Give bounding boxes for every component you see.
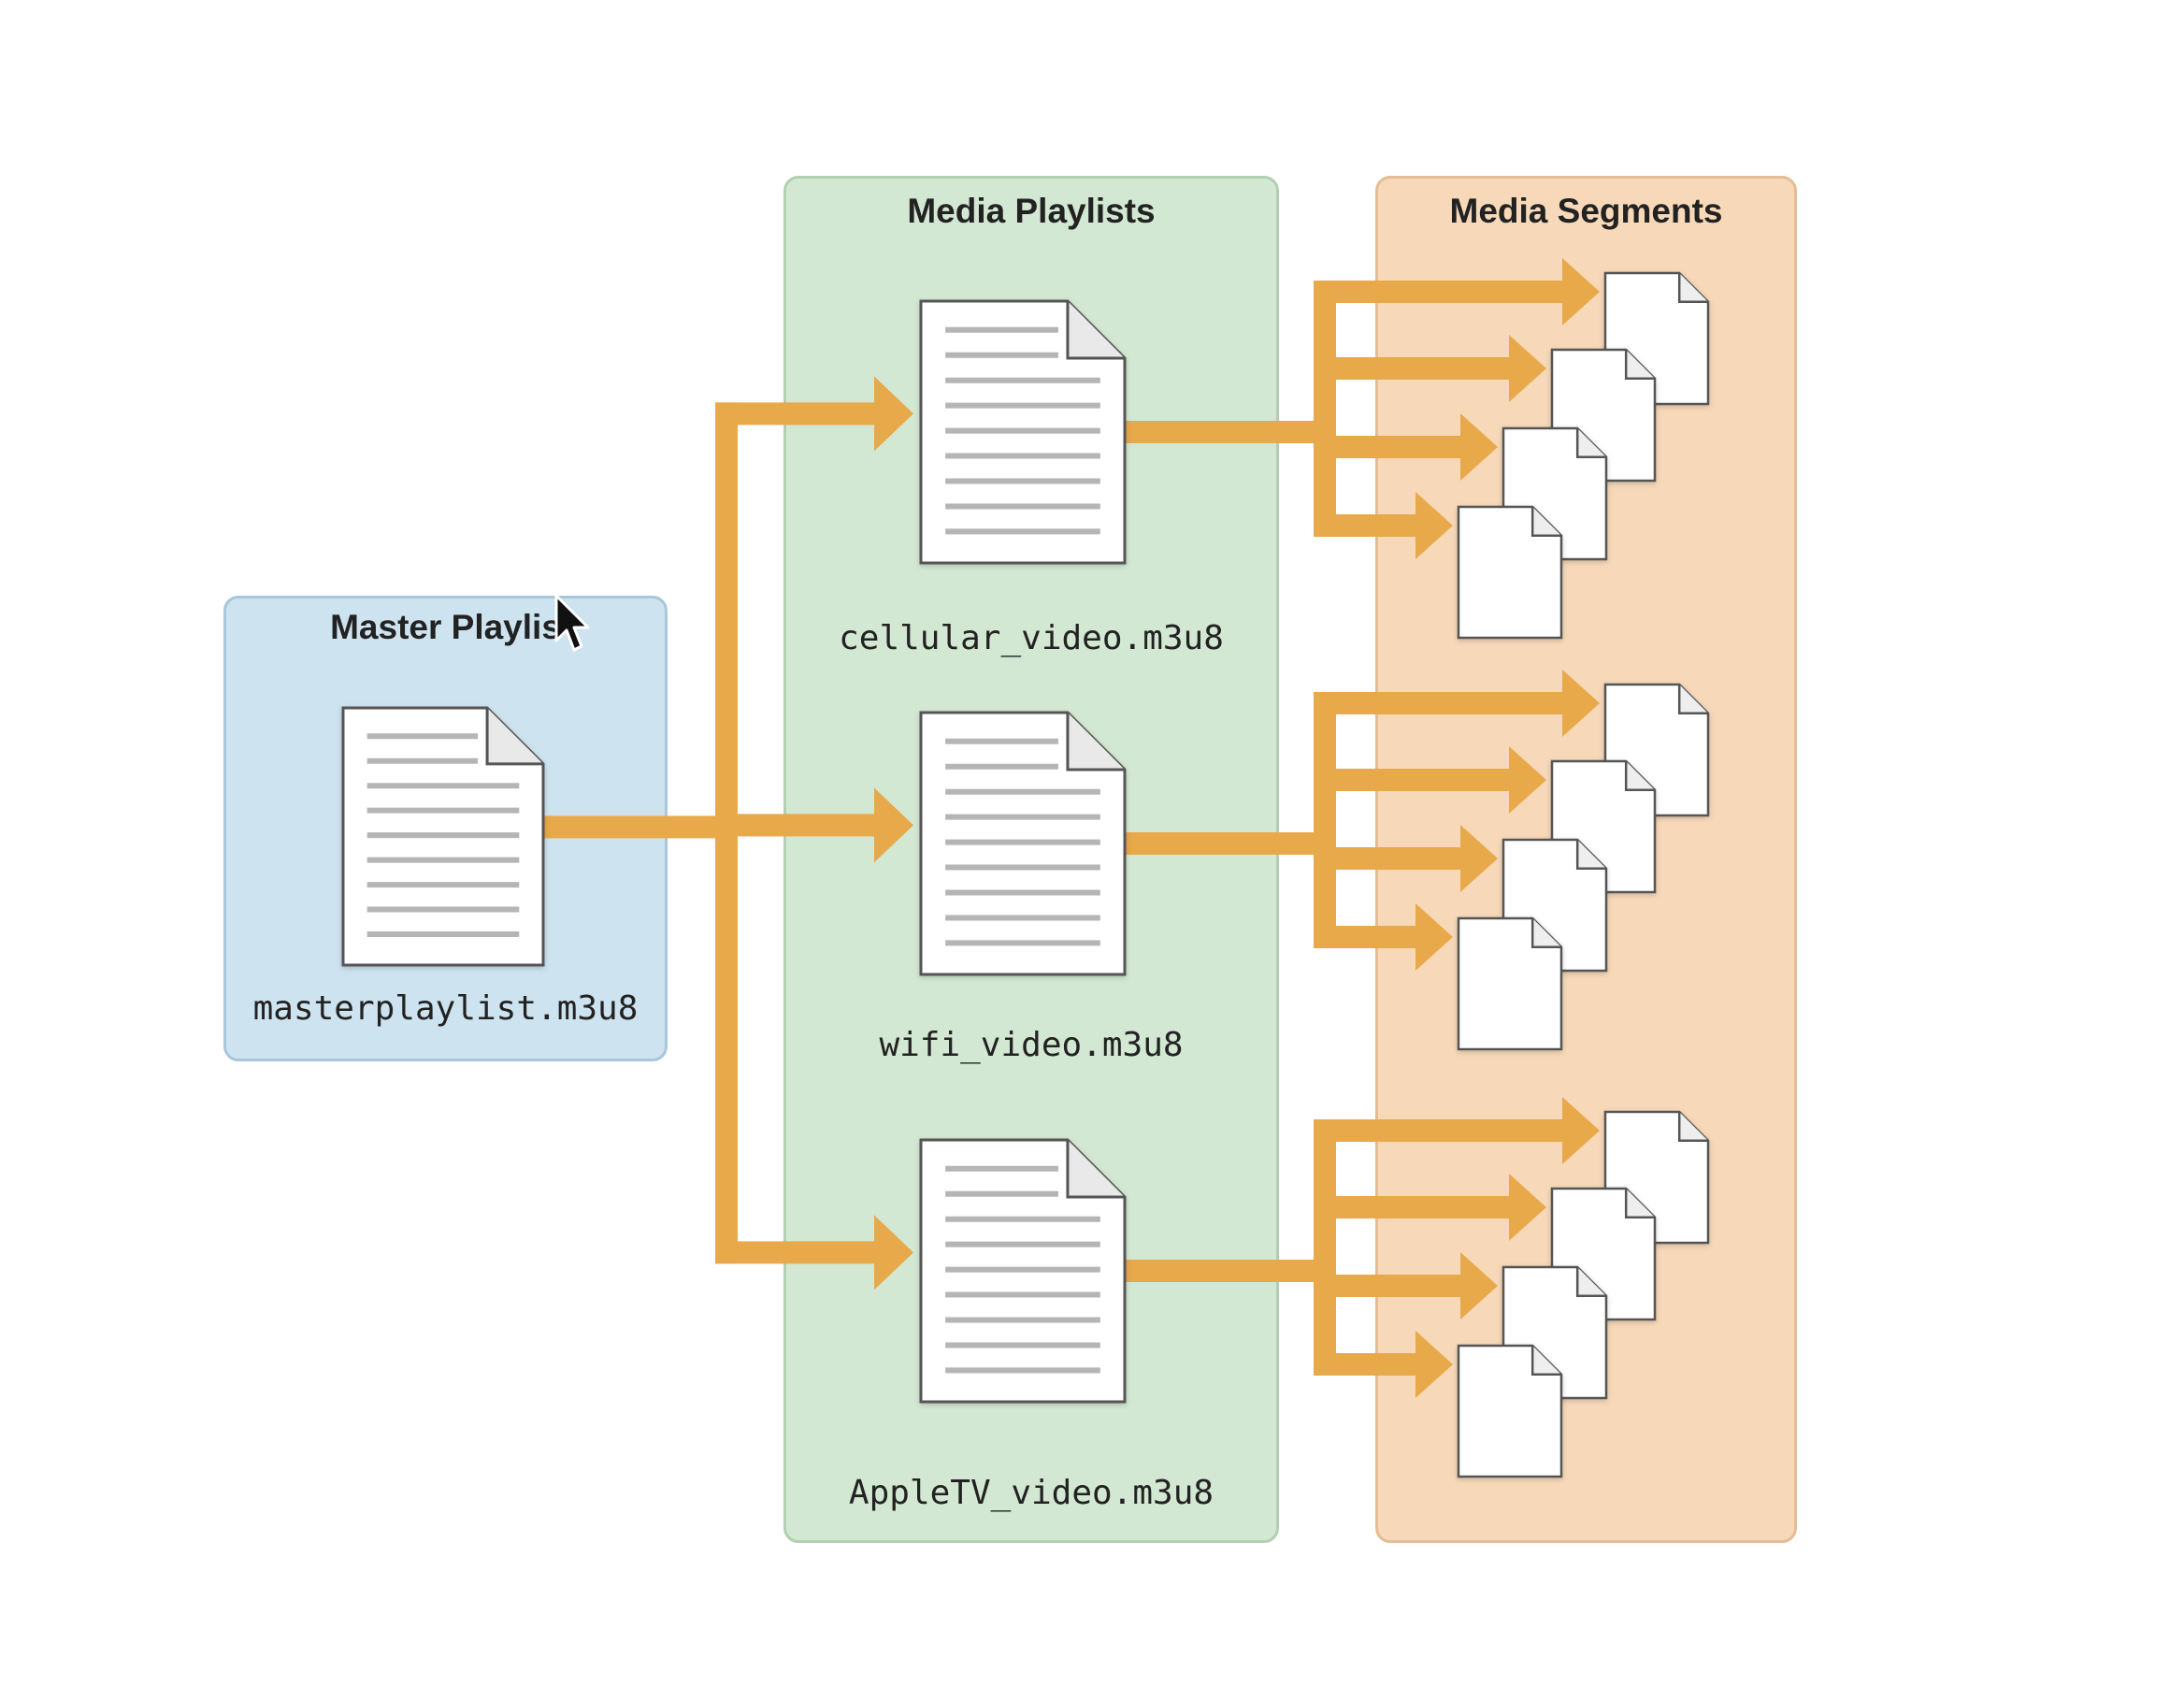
- segment-document-icon-3-4: [1457, 1344, 1563, 1478]
- segment-arrow-shaft-1-3: [1314, 436, 1460, 458]
- segment-arrow-head-2-4: [1415, 903, 1453, 971]
- segment-arrow-shaft-1-4: [1314, 514, 1415, 537]
- media-playlists-title: Media Playlists: [907, 192, 1156, 230]
- segment-vertical-connector-2: [1314, 692, 1336, 948]
- media-playlist-document-icon-2: [919, 711, 1127, 976]
- master-playlist-title: Master Playlis: [330, 608, 561, 646]
- playlist-arrow-head-2: [874, 787, 913, 863]
- segment-arrow-head-3-2: [1509, 1174, 1546, 1241]
- segment-arrow-head-3-3: [1460, 1252, 1498, 1319]
- playlist-arrow-head-1: [874, 376, 913, 452]
- segment-document-icon-1-4: [1457, 505, 1563, 640]
- segment-main-arrow-2: [1125, 832, 1336, 855]
- segment-arrow-head-2-2: [1509, 746, 1546, 814]
- segment-arrow-shaft-2-4: [1314, 926, 1415, 948]
- playlist-arrow-head-3: [874, 1215, 913, 1290]
- media-playlist-label-3: AppleTV_video.m3u8: [848, 1474, 1214, 1512]
- segment-main-arrow-1: [1125, 421, 1336, 443]
- segment-arrow-head-1-4: [1415, 492, 1453, 559]
- master-playlist-document-icon: [341, 706, 545, 967]
- media-playlist-label-1: cellular_video.m3u8: [839, 619, 1224, 657]
- segment-arrow-head-1-1: [1562, 258, 1600, 325]
- segment-vertical-connector-3: [1314, 1119, 1336, 1376]
- media-playlist-document-icon-3: [919, 1138, 1127, 1404]
- master-file-label: masterplaylist.m3u8: [252, 989, 639, 1028]
- segment-arrow-shaft-3-4: [1314, 1353, 1415, 1376]
- segment-arrow-head-1-3: [1460, 413, 1498, 481]
- segment-arrow-shaft-2-1: [1314, 692, 1562, 714]
- documents: [341, 271, 1710, 1478]
- playlist-arrow-shaft-3: [715, 1241, 876, 1264]
- segment-arrow-shaft-1-2: [1314, 357, 1509, 380]
- segment-arrow-shaft-3-1: [1314, 1119, 1562, 1142]
- segment-arrow-shaft-3-2: [1314, 1196, 1509, 1218]
- cursor-icon: [554, 594, 590, 652]
- segment-main-arrow-3: [1125, 1260, 1336, 1282]
- segment-arrow-head-2-3: [1460, 825, 1498, 892]
- segment-vertical-connector-1: [1314, 281, 1336, 537]
- segment-arrow-head-3-1: [1562, 1097, 1600, 1164]
- master-connector-arrow: [543, 815, 738, 839]
- segment-arrow-shaft-3-3: [1314, 1275, 1460, 1297]
- connection-arrows: [543, 258, 1600, 1398]
- segment-arrow-head-3-4: [1415, 1331, 1453, 1398]
- segment-arrow-shaft-1-1: [1314, 281, 1562, 303]
- segment-document-icon-2-4: [1457, 916, 1563, 1051]
- playlist-arrow-shaft-1: [715, 402, 876, 425]
- segment-arrow-shaft-2-2: [1314, 769, 1509, 791]
- segment-arrow-head-2-1: [1562, 670, 1600, 737]
- media-playlist-label-2: wifi_video.m3u8: [879, 1026, 1184, 1064]
- segment-arrow-head-1-2: [1509, 335, 1546, 402]
- media-playlist-document-icon-1: [919, 299, 1127, 565]
- media-segments-title: Media Segments: [1449, 192, 1723, 230]
- segment-arrow-shaft-2-3: [1314, 847, 1460, 870]
- playlist-arrow-shaft-2: [715, 814, 876, 837]
